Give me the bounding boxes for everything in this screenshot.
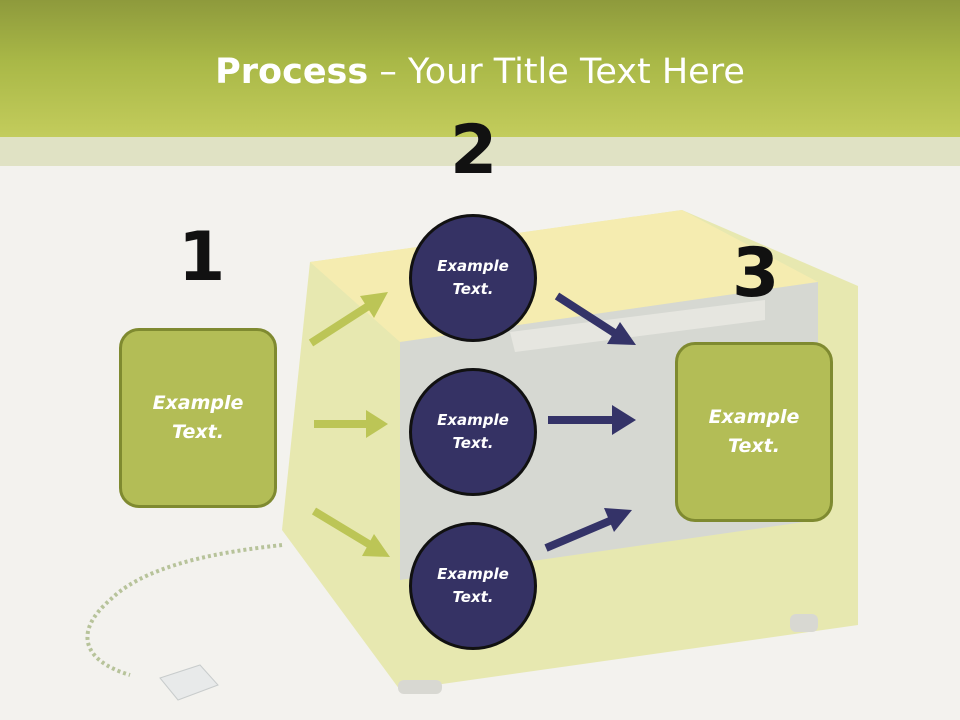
result-box: Example Text.: [675, 342, 833, 522]
process-circle-text: Example Text.: [437, 565, 509, 606]
navy-arrow-up: [544, 508, 632, 552]
step-number-3: 3: [732, 234, 780, 313]
navy-arrow-down: [554, 292, 636, 345]
header-bar: [0, 0, 960, 137]
process-circle-middle: Example Text.: [409, 368, 537, 496]
header-band: [0, 137, 960, 166]
process-circle-top: Example Text.: [409, 214, 537, 342]
step-number-1: 1: [178, 218, 226, 297]
green-arrow-up: [308, 292, 388, 347]
process-circle-text: Example Text.: [437, 257, 509, 298]
green-arrow-down: [311, 507, 390, 557]
slide-title: Process – Your Title Text Here: [0, 52, 960, 92]
result-box-text: Example Text.: [708, 406, 800, 457]
start-box-text: Example Text.: [152, 392, 244, 443]
navy-arrow-right: [548, 405, 636, 435]
step-number-2: 2: [450, 111, 498, 190]
process-circle-text: Example Text.: [437, 411, 509, 452]
green-arrow-right: [314, 410, 388, 438]
title-bold: Process: [215, 52, 369, 92]
start-box: Example Text.: [119, 328, 277, 508]
title-rest: – Your Title Text Here: [368, 52, 745, 92]
process-circle-bottom: Example Text.: [409, 522, 537, 650]
